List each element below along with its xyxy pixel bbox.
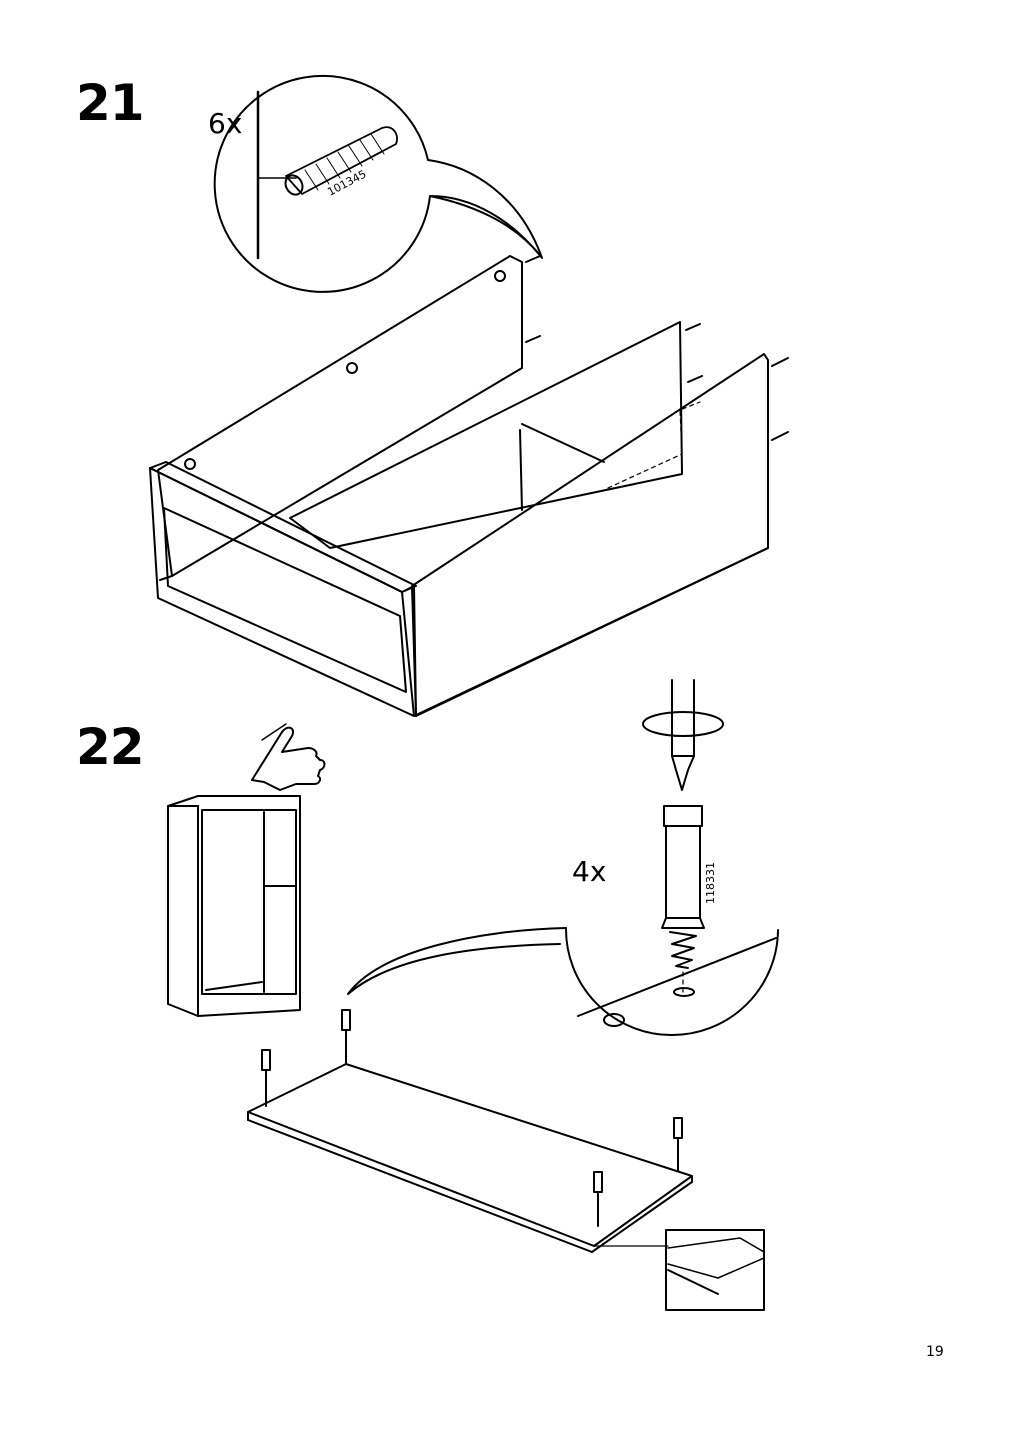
panel-with-cam-studs [247,1009,765,1311]
dowel-part-number: 101345 [325,167,368,198]
cam-stud-detail-callout [347,927,779,1036]
screwdriver-and-cam-stud [642,679,724,993]
step-number: 21 [76,74,145,132]
quantity-label: 6x [208,107,243,140]
page-number: 19 [926,1344,944,1360]
quantity-label: 4x [572,855,607,888]
drawer-assembly [149,255,789,717]
hand-touch-icon [251,723,326,791]
dowel-part [284,126,398,196]
dowel-detail-callout [213,74,543,293]
cam-stud-part-number: 118331 [704,862,717,904]
step-number: 22 [76,718,145,776]
wardrobe-thumbnail [167,795,301,1017]
